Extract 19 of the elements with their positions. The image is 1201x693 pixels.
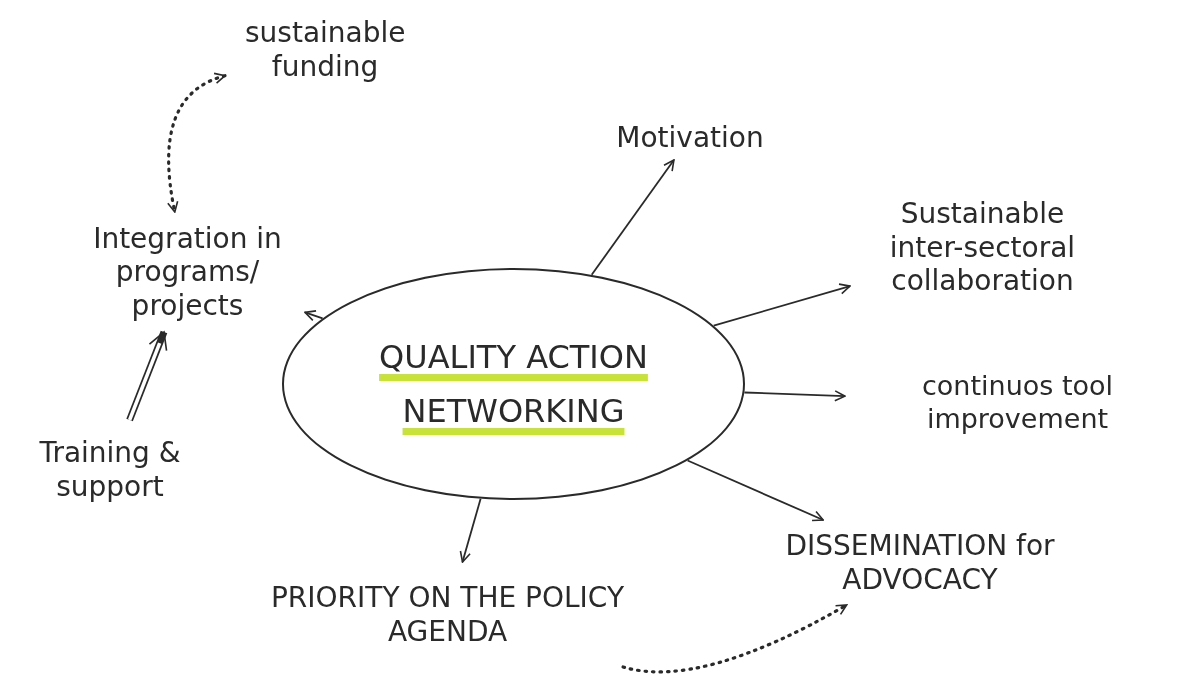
arrow bbox=[686, 459, 825, 522]
node-text: Integration in programs/ projects bbox=[92, 221, 283, 323]
central-ellipse bbox=[282, 268, 745, 500]
node-text: sustainable funding bbox=[245, 16, 405, 84]
arrow bbox=[304, 310, 324, 322]
node-text: PRIORITY ON THE POLICY AGENDA bbox=[269, 580, 625, 649]
arrow bbox=[459, 497, 482, 563]
title-text: QUALITY ACTION NETWORKING bbox=[378, 336, 649, 432]
dotted-arrow bbox=[167, 73, 227, 214]
double-arrow bbox=[126, 330, 168, 422]
node-text: DISSEMINATION for ADVOCACY bbox=[785, 528, 1055, 597]
node-text: Sustainable inter-sectoral collaboration bbox=[888, 197, 1077, 298]
dotted-arrow bbox=[621, 603, 849, 674]
arrow bbox=[712, 283, 851, 327]
node-text: Motivation bbox=[616, 120, 764, 155]
arrow bbox=[743, 390, 846, 402]
arrow bbox=[590, 159, 675, 276]
node-text: continuos tool improvement bbox=[920, 370, 1115, 435]
node-text: Training & support bbox=[38, 436, 182, 504]
